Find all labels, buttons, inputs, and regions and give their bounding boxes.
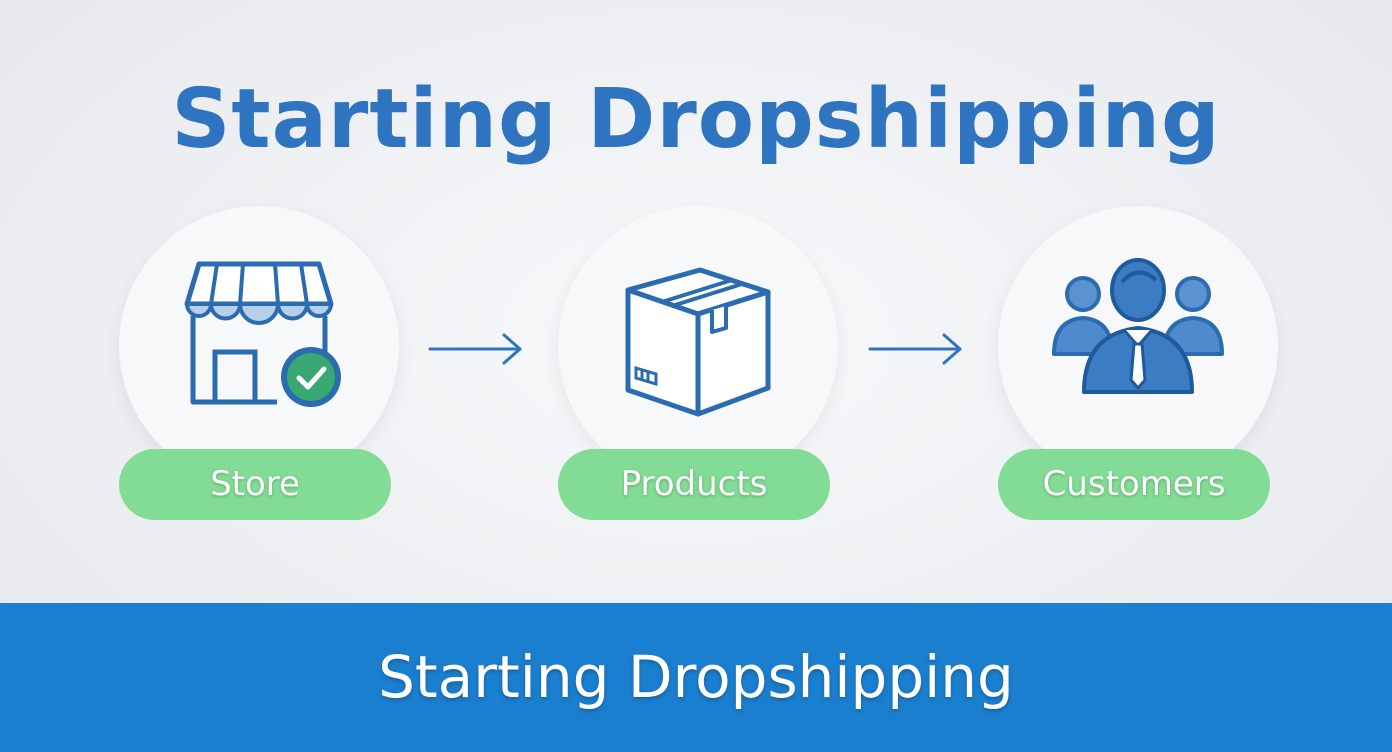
store-circle: [119, 206, 399, 486]
step-label-products: Products: [558, 449, 830, 520]
arrow-right-icon: [868, 330, 964, 368]
step-label-customers: Customers: [998, 449, 1270, 520]
page-title: Starting Dropshipping: [171, 72, 1221, 167]
step-label-store: Store: [119, 449, 391, 520]
store-icon: [159, 242, 359, 442]
step-products: Products: [548, 206, 848, 526]
footer-banner: Starting Dropshipping: [0, 603, 1392, 752]
footer-title: Starting Dropshipping: [378, 643, 1014, 711]
arrow-right-icon: [428, 330, 524, 368]
box-icon: [598, 242, 798, 442]
customers-icon: [1038, 242, 1238, 442]
step-store: Store: [109, 206, 409, 526]
step-customers: Customers: [988, 206, 1288, 526]
